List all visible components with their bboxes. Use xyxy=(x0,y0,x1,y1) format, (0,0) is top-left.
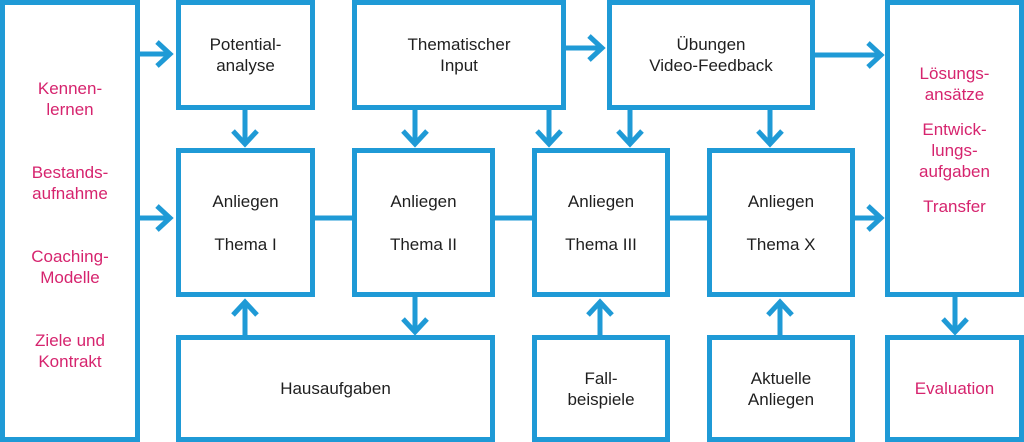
ziele-kontrakt-label: Ziele und Kontrakt xyxy=(35,331,105,371)
fallbeispiele-box: Fall- beispiele xyxy=(532,335,670,442)
bestandsaufnahme-label: Bestands- aufnahme xyxy=(31,163,109,203)
hausaufgaben-box: Hausaufgaben xyxy=(176,335,495,442)
aktuelle-anliegen-box: Aktuelle Anliegen xyxy=(707,335,855,442)
right-column-box: Lösungs- ansätze Entwick- lungs- aufgabe… xyxy=(885,0,1024,297)
thema-2-box: Anliegen Thema II xyxy=(352,148,495,297)
potentialanalyse-line2: analyse xyxy=(216,56,275,75)
evaluation-label: Evaluation xyxy=(914,379,995,398)
loesung-line2: ansätze xyxy=(924,85,985,104)
thema-x-box: Anliegen Thema X xyxy=(707,148,855,297)
uebungen-line1: Übungen xyxy=(676,35,746,54)
entwicklung-line2: lungs- xyxy=(931,141,978,160)
potentialanalyse-line1: Potential- xyxy=(209,35,282,54)
input-line1: Thematischer xyxy=(407,35,511,54)
thema-1-box: Anliegen Thema I xyxy=(176,148,315,297)
left-column-box: Kennen- lernen Bestands- aufnahme Coachi… xyxy=(0,0,140,442)
evaluation-box: Evaluation xyxy=(885,335,1024,442)
thematischer-input-box: Thematischer Input xyxy=(352,0,566,110)
transfer-label: Transfer xyxy=(923,197,986,216)
uebungen-box: Übungen Video-Feedback xyxy=(607,0,815,110)
hausaufgaben-label: Hausaufgaben xyxy=(280,379,391,398)
kennenlernen-label: Kennen- lernen xyxy=(37,79,103,119)
potentialanalyse-box: Potential- analyse xyxy=(176,0,315,110)
uebungen-line2: Video-Feedback xyxy=(649,56,773,75)
entwicklung-line1: Entwick- xyxy=(922,120,987,139)
thema-3-box: Anliegen Thema III xyxy=(532,148,670,297)
loesung-line1: Lösungs- xyxy=(919,64,990,83)
coaching-modelle-label: Coaching- Modelle xyxy=(31,247,109,287)
entwicklung-line3: aufgaben xyxy=(919,162,990,181)
input-line2: Input xyxy=(440,56,478,75)
